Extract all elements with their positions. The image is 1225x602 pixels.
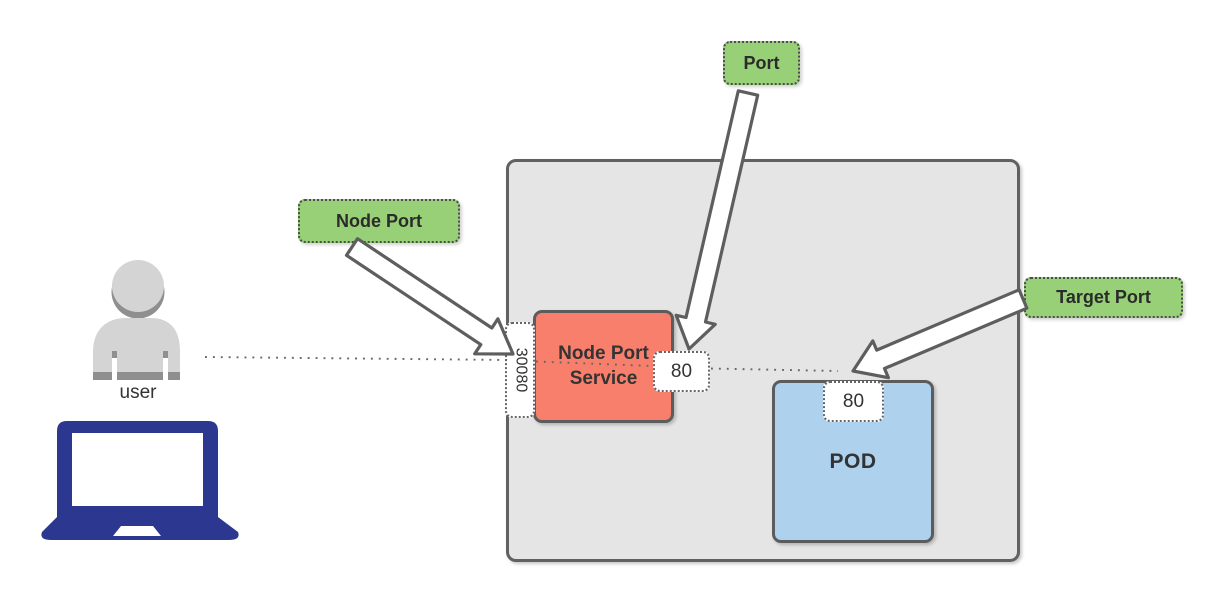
service-name-line1: Node Port <box>558 343 649 365</box>
target-port-label: Target Port <box>1024 277 1183 318</box>
service-port-value-chip: 80 <box>653 351 710 392</box>
node-port-label-text: Node Port <box>335 210 422 231</box>
target-port-label-text: Target Port <box>1056 287 1151 307</box>
node-port-value-chip: 30080 <box>505 322 535 418</box>
service-port-value: 80 <box>670 360 693 382</box>
person-icon <box>93 260 180 380</box>
laptop-icon <box>41 421 239 540</box>
port-label-text: Port <box>743 52 780 73</box>
pod-target-port-value: 80 <box>842 390 865 412</box>
user-label: user <box>119 382 157 403</box>
port-label: Port <box>723 41 800 85</box>
node-port-value: 30080 <box>512 347 529 393</box>
pod-target-port-value-chip: 80 <box>823 381 884 422</box>
service-name-line2: Service <box>569 367 638 389</box>
dotted-connector-user-to-nodeport <box>204 356 511 361</box>
pod-name: POD <box>829 449 877 473</box>
node-port-arrow <box>344 237 515 356</box>
node-port-label: Node Port <box>298 199 460 243</box>
